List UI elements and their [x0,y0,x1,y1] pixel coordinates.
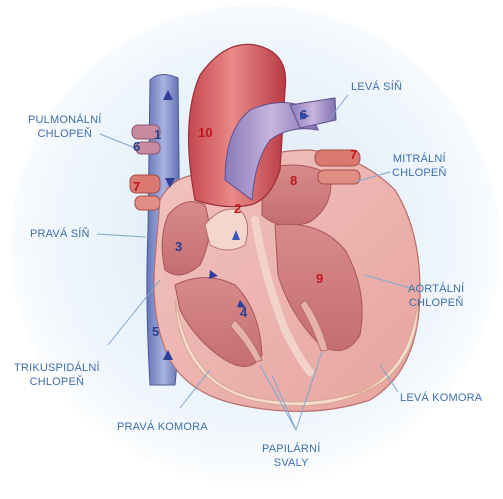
label-left-ventricle: LEVÁ KOMORA [400,391,482,405]
number-7-right: 7 [350,148,357,162]
number-1: 1 [154,128,161,142]
label-aortic-valve-line1: AORTÁLNÍ [408,282,464,296]
label-pulmonary-valve: PULMONÁLNÍ CHLOPEŇ [28,113,102,141]
number-7-left: 7 [133,180,140,194]
label-mitral-valve: MITRÁLNÍ CHLOPEŇ [392,152,447,180]
label-tricuspid-valve-line1: TRIKUSPIDÁLNÍ [14,361,100,375]
label-pulmonary-valve-line2: CHLOPEŇ [28,127,102,141]
number-6-left: 6 [133,140,140,154]
label-tricuspid-valve: TRIKUSPIDÁLNÍ CHLOPEŇ [14,361,100,389]
number-10: 10 [198,126,213,140]
number-3: 3 [175,240,182,254]
number-8: 8 [290,174,297,188]
number-2: 2 [234,202,241,216]
label-pulmonary-valve-line1: PULMONÁLNÍ [28,113,102,127]
label-aortic-valve: AORTÁLNÍ CHLOPEŇ [408,282,464,310]
label-mitral-valve-line1: MITRÁLNÍ [392,152,447,166]
number-5: 5 [152,325,159,339]
label-papillary-muscles-line2: SVALY [262,456,320,470]
label-right-ventricle: PRAVÁ KOMORA [117,420,208,434]
label-right-atrium: PRAVÁ SÍŇ [30,227,90,241]
label-tricuspid-valve-line2: CHLOPEŇ [14,375,100,389]
number-4: 4 [240,306,247,320]
label-aortic-valve-line2: CHLOPEŇ [408,296,464,310]
label-mitral-valve-line2: CHLOPEŇ [392,166,447,180]
label-papillary-muscles-line1: PAPILÁRNÍ [262,442,320,456]
label-left-atrium: LEVÁ SÍŇ [351,80,402,94]
label-papillary-muscles: PAPILÁRNÍ SVALY [262,442,320,470]
number-6-right: 6 [300,108,307,122]
number-9: 9 [316,272,323,286]
